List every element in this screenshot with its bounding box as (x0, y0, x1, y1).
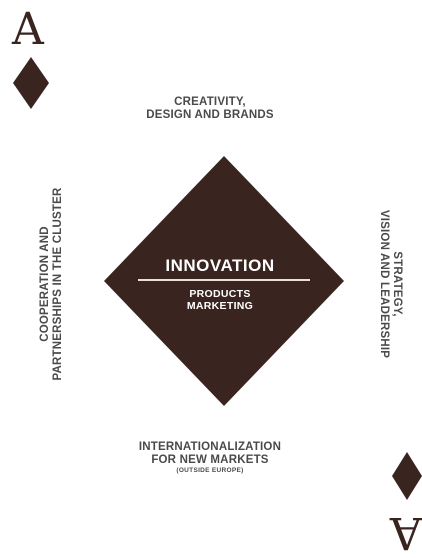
corner-rank-bottom-right: A (390, 507, 422, 558)
label-outside-europe: (OUTSIDE EUROPE) (176, 467, 244, 474)
label-cooperation: COOPERATION AND PARTNERSHIPS IN THE CLUS… (39, 174, 65, 394)
label-creativity-line-2: DESIGN AND BRANDS (146, 109, 274, 121)
label-creativity: CREATIVITY, DESIGN AND BRANDS (110, 96, 310, 122)
center-divider (138, 279, 310, 281)
center-line-marketing: MARKETING (186, 300, 254, 312)
label-internationalization-line-2: FOR NEW MARKETS (151, 454, 269, 466)
corner-rank-top-left: A (12, 4, 44, 55)
label-creativity-line-1: CREATIVITY, (174, 96, 246, 108)
label-internationalization-line-1: INTERNATIONALIZATION (138, 441, 282, 453)
center-line-products: PRODUCTS (189, 288, 251, 300)
label-strategy: STRATEGY, VISION AND LEADERSHIP (377, 174, 403, 394)
label-internationalization: INTERNATIONALIZATION FOR NEW MARKETS (OU… (110, 441, 310, 475)
center-diamond (104, 156, 344, 406)
label-cooperation-line-2: PARTNERSHIPS IN THE CLUSTER (52, 187, 64, 381)
center-title: INNOVATION (165, 256, 275, 275)
label-strategy-line-2: VISION AND LEADERSHIP (378, 209, 390, 359)
label-strategy-line-1: STRATEGY, (391, 251, 403, 317)
center-subtitle: PRODUCTS MARKETING (130, 288, 310, 312)
label-cooperation-line-1: COOPERATION AND (39, 226, 51, 342)
